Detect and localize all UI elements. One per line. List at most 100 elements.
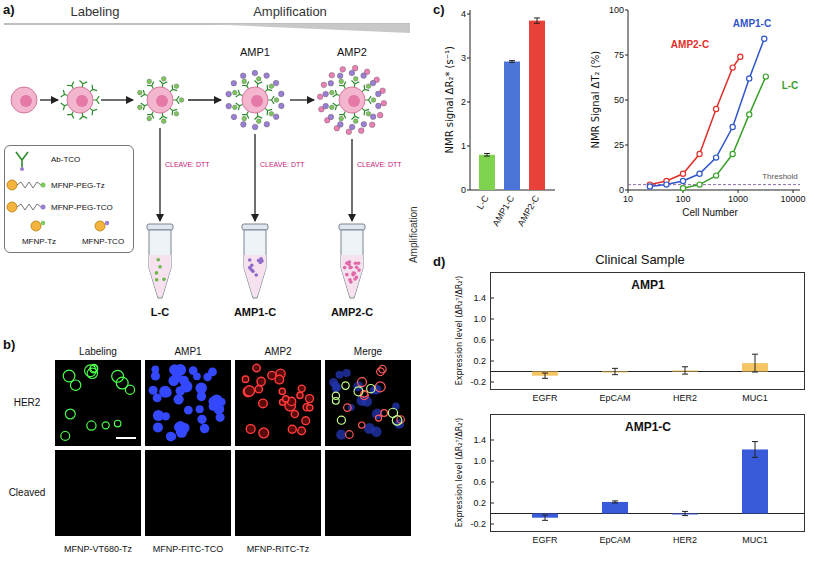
curve-label: AMP2-C: [671, 39, 709, 51]
blue-signal: [159, 386, 171, 398]
amp2-particle: [369, 122, 375, 128]
antibody-symbol: [61, 90, 68, 97]
amp1-particle: [226, 103, 232, 109]
linker-end: [41, 221, 45, 225]
reagent-label: MFNP-TCO: [82, 237, 124, 246]
axis: [628, 10, 800, 190]
mfnp-icon: [31, 221, 41, 231]
data-point: [747, 76, 752, 81]
label-particle: [366, 84, 371, 89]
blue-signal: [394, 419, 404, 429]
label-particle: [147, 79, 152, 84]
released-particle: [355, 266, 359, 270]
released-particle: [248, 266, 252, 270]
tube-cap: [339, 224, 365, 230]
blue-signal: [179, 376, 189, 386]
antibody-symbol: [170, 85, 177, 92]
tick-label: 0.2: [473, 498, 486, 508]
data-point: [762, 36, 767, 41]
red-signal: [259, 399, 268, 408]
tick-label: 10000: [780, 194, 805, 204]
micrograph: [145, 450, 231, 536]
red-signal: [344, 404, 352, 412]
tick-label: 3: [461, 53, 466, 63]
cell-nucleus: [251, 95, 263, 107]
cell-nucleus: [20, 95, 32, 107]
green-signal: [332, 397, 339, 404]
amp2-particle: [377, 112, 383, 118]
linker-end: [41, 183, 46, 188]
category-label: EGFR: [532, 535, 557, 545]
tick-mark: [625, 100, 628, 101]
antibody-symbol: [147, 82, 154, 89]
antibody-symbol: [352, 81, 360, 88]
antibody-symbol: [339, 111, 346, 118]
error-bar: [682, 511, 688, 515]
data-point: [697, 151, 702, 156]
cell: [67, 87, 93, 113]
error-bar: [534, 18, 540, 23]
blue-signal: [209, 402, 218, 411]
amp1-particle: [226, 91, 232, 97]
tick-label: 75: [614, 50, 624, 60]
antibody-symbol: [255, 81, 263, 88]
tick-label: 1.0: [473, 314, 486, 324]
amp1-particle: [338, 122, 344, 128]
red-signal: [244, 386, 254, 396]
category-label: MUC1: [742, 535, 768, 545]
micrograph: [55, 360, 141, 446]
axis-title: Expression level (ΔR₂ᵀ/ΔR₂ᴵ): [455, 276, 464, 386]
label-particle: [269, 84, 274, 89]
mfnp-icon: [7, 180, 17, 190]
tick-mark: [467, 14, 470, 15]
antibody-symbol: [362, 85, 369, 92]
antibody-symbol: [362, 108, 369, 115]
tick-label: 1.0: [473, 456, 486, 466]
tube-cap: [242, 224, 268, 230]
category-label: AMP1-C: [491, 193, 517, 228]
axis-title: NMR signal ΔR₂* (s⁻¹): [444, 46, 456, 153]
peg-chain: [17, 182, 41, 188]
released-particle: [357, 268, 361, 272]
antibody-symbol: [352, 113, 360, 120]
tube-liquid: [244, 255, 266, 297]
released-particle: [155, 271, 159, 275]
green-signal: [87, 421, 96, 430]
label-particle: [137, 105, 142, 110]
antibody-symbol: [333, 103, 340, 110]
tube-label: AMP2-C: [331, 306, 373, 319]
error-bar: [542, 515, 548, 520]
blue-signal: [197, 392, 207, 402]
tick-label: -0.2: [470, 519, 486, 529]
tick-label: 0: [461, 185, 466, 195]
probe-label: MFNP-FITC-TCO: [153, 544, 223, 554]
tick-label: 100: [609, 5, 624, 15]
micrograph: [325, 360, 411, 446]
cleave-label: CLEAVE: DTT: [260, 161, 305, 169]
tube-liquid: [149, 255, 171, 297]
antibody-symbol: [265, 85, 272, 92]
red-signal: [379, 365, 386, 372]
amp1-particle: [279, 103, 285, 109]
antibody-symbol: [93, 96, 99, 104]
axis-title: NMR Signal ΔT₂ (%): [590, 51, 602, 149]
micrograph: [145, 360, 231, 446]
amp2-particle: [352, 65, 358, 71]
mfnp-icon: [95, 221, 105, 231]
tick-mark: [628, 190, 629, 193]
antibody-symbol: [61, 103, 68, 110]
micrograph: [235, 360, 321, 446]
linker-end: [41, 205, 46, 210]
green-signal: [342, 382, 349, 389]
red-signal: [253, 364, 261, 372]
amp1-particle: [328, 80, 334, 86]
red-signal: [375, 382, 385, 392]
antibody-symbol: [160, 81, 168, 88]
tick-mark: [467, 190, 470, 191]
data-point: [714, 155, 719, 160]
data-point: [763, 74, 768, 79]
released-particle: [345, 273, 349, 277]
tick-mark: [625, 10, 628, 11]
antibody-symbol: [173, 96, 179, 104]
